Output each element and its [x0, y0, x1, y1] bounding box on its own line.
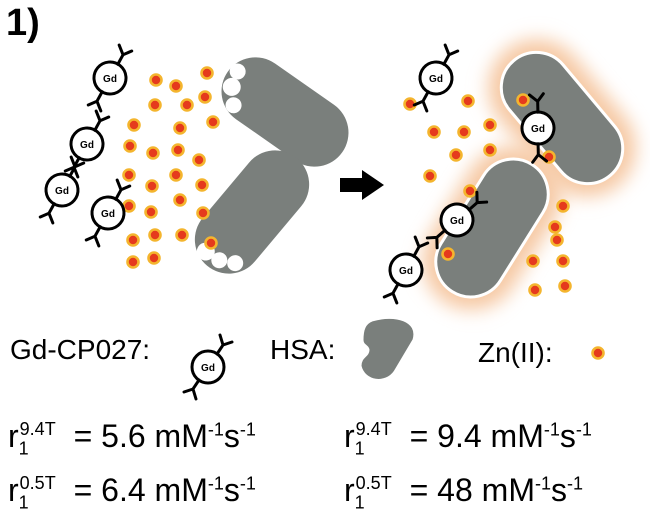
legend-hsa-protein-icon [358, 315, 417, 382]
zn-ion [204, 236, 218, 250]
zn-ion [198, 90, 212, 104]
gd-cp027-molecule-icon: Gd [58, 108, 116, 180]
zn-ion [148, 98, 162, 112]
zn-ion [556, 254, 570, 268]
zn-ion [148, 228, 162, 242]
zn-ion [461, 94, 475, 108]
zn-ion [192, 153, 206, 167]
zn-ion [449, 148, 463, 162]
zn-ion [423, 169, 437, 183]
zn-ion [169, 168, 183, 182]
gd-cp027-molecule-icon: Gd [407, 42, 465, 114]
legend-gd-label: Gd-CP027: [10, 334, 151, 365]
relaxivity-free-0-5T: r10.5T = 6.4 mM-1s-1 [8, 472, 256, 513]
zn-ion [127, 118, 141, 132]
gd-cp027-molecule-icon: Gd [81, 42, 139, 114]
svg-text:Gd: Gd [429, 74, 443, 85]
zn-ion [558, 279, 572, 293]
legend-hsa-label: HSA: [270, 334, 336, 365]
svg-text:Gd: Gd [399, 266, 413, 277]
panel-label: 1) [6, 2, 40, 44]
zn-ion [441, 247, 455, 261]
zn-ion [122, 168, 136, 182]
zn-ion [200, 66, 214, 80]
relaxivity-bound-9-4T: r19.4T = 9.4 mM-1s-1 [344, 418, 592, 459]
zn-ion [147, 251, 161, 265]
svg-text:Gd: Gd [450, 216, 464, 227]
zn-ion [427, 125, 441, 139]
gd-cp027-molecule-icon: Gd [79, 177, 137, 249]
zn-ion [528, 283, 542, 297]
gd-cp027-molecule-icon: Gd [33, 154, 91, 226]
zn-ion [146, 146, 160, 160]
zn-ion [196, 206, 210, 220]
legend-zn-ion-icon [591, 346, 605, 360]
zn-ion [206, 115, 220, 129]
reaction-arrow-icon [340, 170, 384, 200]
hsa-protein-bound [499, 50, 625, 186]
svg-text:Gd: Gd [55, 186, 69, 197]
zn-ion [463, 184, 477, 198]
hsa-protein-bound [434, 157, 550, 299]
zn-ion [556, 199, 570, 213]
zn-ion [173, 121, 187, 135]
gd-cp027-molecule-icon: Gd [498, 86, 578, 170]
zn-ion [483, 118, 497, 132]
svg-text:Gd: Gd [201, 363, 215, 374]
zn-ion [526, 254, 540, 268]
hsa-protein-free [221, 57, 349, 167]
zn-ion [195, 178, 209, 192]
svg-text:Gd: Gd [103, 74, 117, 85]
zn-ion [126, 255, 140, 269]
zn-ion [145, 179, 159, 193]
zn-ion [169, 79, 183, 93]
relaxivity-free-9-4T: r19.4T = 5.6 mM-1s-1 [8, 418, 256, 459]
svg-text:Gd: Gd [531, 124, 545, 135]
zn-ion [144, 205, 158, 219]
zn-ion [173, 193, 187, 207]
zn-ion [180, 98, 194, 112]
gd-cp027-molecule-icon: Gd [377, 234, 435, 306]
zn-ion [457, 125, 471, 139]
zn-ion [126, 233, 140, 247]
zn-ion [483, 143, 497, 157]
hsa-protein-free [194, 150, 310, 274]
zn-ion [171, 143, 185, 157]
zn-ion [516, 93, 530, 107]
zn-ion [548, 220, 562, 234]
legend-gd-molecule-icon: Gd [182, 333, 234, 401]
svg-text:Gd: Gd [80, 140, 94, 151]
gd-cp027-molecule-icon: Gd [424, 181, 490, 259]
zn-ion [175, 228, 189, 242]
zn-ion [123, 139, 137, 153]
zn-ion [149, 73, 163, 87]
zn-ion [550, 233, 564, 247]
svg-text:Gd: Gd [101, 209, 115, 220]
relaxivity-bound-0-5T: r10.5T = 48 mM-1s-1 [344, 472, 583, 513]
legend-zn-label: Zn(II): [478, 337, 553, 368]
